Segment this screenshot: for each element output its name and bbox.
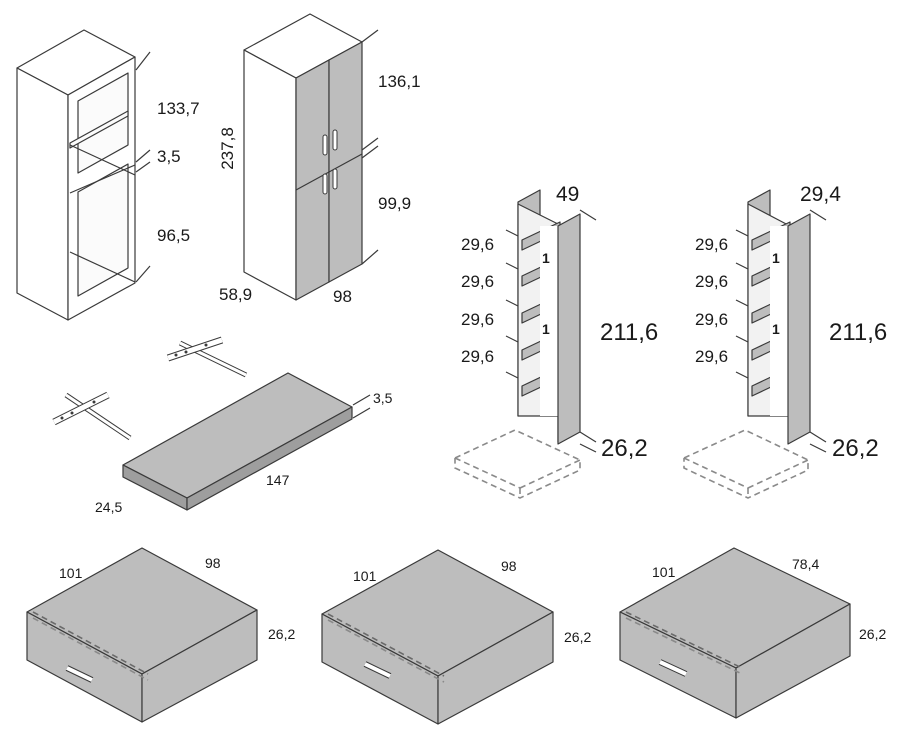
open-cabinet-shelf-dimension: 3,5 — [157, 147, 181, 166]
drawer-unit-3 — [619, 547, 851, 719]
drawer-1-right-dimension: 98 — [205, 555, 221, 571]
bookcase-wide-top-dimension: 49 — [556, 183, 580, 206]
bookcase-wide-shelf-dimension: 29,6 — [461, 310, 495, 329]
door-cabinet-height-dimension: 237,8 — [217, 127, 237, 170]
bookcase-narrow — [683, 189, 827, 499]
bookcase-narrow-base-dimension: 26,2 — [832, 435, 879, 462]
shelf-bracket-upper — [166, 336, 248, 378]
bookcase-narrow-shelf-dimension: 29,6 — [695, 235, 729, 254]
open-cabinet-bottom-dimension: 96,5 — [157, 226, 191, 245]
open-cabinet — [16, 29, 151, 321]
drawer-1-height-dimension: 26,2 — [268, 626, 296, 642]
door-cabinet-depth-dimension: 58,9 — [219, 285, 253, 304]
bookcase-wide-tag: 1 — [542, 250, 550, 266]
bookcase-narrow-height-dimension: 211,6 — [829, 319, 888, 346]
door-cabinet-top-dimension: 136,1 — [378, 72, 421, 91]
bookcase-wide-height-dimension: 211,6 — [600, 319, 659, 346]
bookcase-narrow-shelf-dimension: 29,6 — [695, 272, 729, 291]
bookcase-narrow-top-dimension: 29,4 — [800, 183, 841, 206]
bookcase-wide — [454, 189, 597, 499]
drawer-unit-1 — [26, 547, 258, 723]
door-cabinet-bottom-dimension: 99,9 — [378, 194, 412, 213]
bookcase-narrow-tag: 1 — [772, 321, 780, 337]
open-cabinet-top-dimension: 133,7 — [157, 99, 200, 118]
door-cabinet — [243, 13, 379, 301]
drawer-1-left-dimension: 101 — [59, 565, 83, 581]
bookcase-wide-shelf-dimension: 29,6 — [461, 235, 495, 254]
bookcase-narrow-tag: 1 — [772, 250, 780, 266]
bookcase-wide-shelf-dimension: 29,6 — [461, 272, 495, 291]
drawer-3-left-dimension: 101 — [652, 564, 676, 580]
bookcase-narrow-shelf-dimension: 29,6 — [695, 347, 729, 366]
bookcase-wide-tag: 1 — [542, 321, 550, 337]
door-cabinet-width-dimension: 98 — [333, 287, 352, 306]
bookcase-wide-base-dimension: 26,2 — [601, 435, 648, 462]
shelf-depth-dimension: 24,5 — [95, 499, 123, 515]
bookcase-narrow-shelf-dimension: 29,6 — [695, 310, 729, 329]
shelf-bracket-lower — [52, 391, 132, 441]
shelf-thickness-dimension: 3,5 — [373, 390, 393, 406]
drawer-unit-2 — [321, 549, 554, 725]
shelf-length-dimension: 147 — [266, 472, 290, 488]
shelf-board — [122, 372, 371, 511]
bookcase-wide-shelf-dimension: 29,6 — [461, 347, 495, 366]
drawer-2-right-dimension: 98 — [501, 558, 517, 574]
drawer-2-left-dimension: 101 — [353, 568, 377, 584]
drawer-3-right-dimension: 78,4 — [792, 556, 820, 572]
drawer-2-height-dimension: 26,2 — [564, 629, 592, 645]
drawer-3-height-dimension: 26,2 — [859, 626, 887, 642]
